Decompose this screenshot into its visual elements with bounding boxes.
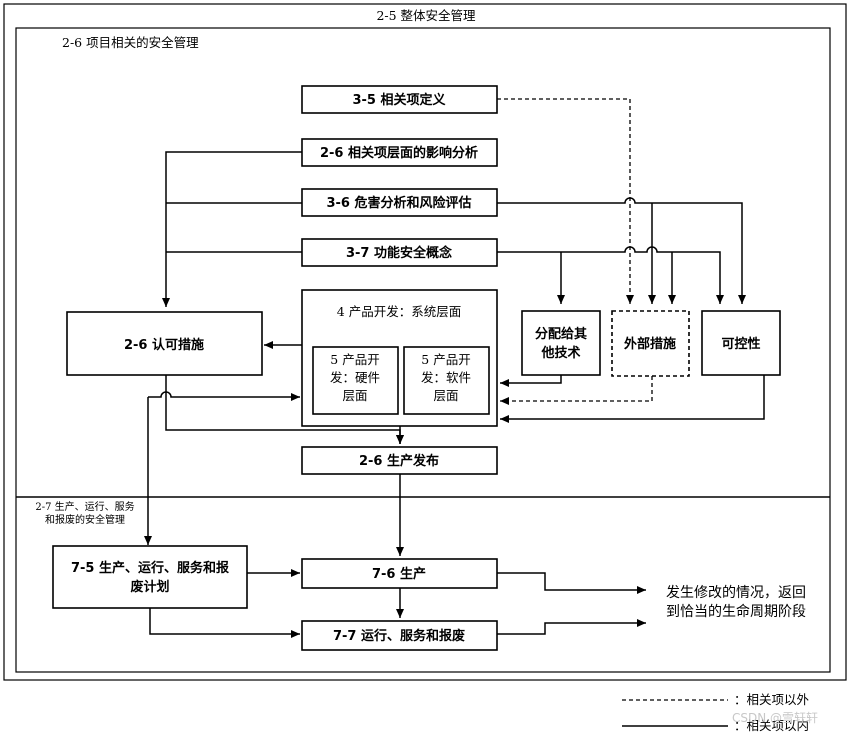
note-modification-line1: 发生修改的情况，返回	[666, 585, 806, 601]
arrow-item-definition-to-external	[497, 98, 634, 304]
arrow-hara-to-controllability	[497, 197, 746, 304]
frame-overall-safety-management	[3, 3, 847, 681]
label-controllability: 可控性	[721, 336, 760, 352]
frame-production-title-line2: 和报废的安全管理	[45, 513, 125, 526]
label-item-definition: 3-5 相关项定义	[352, 92, 446, 108]
label-software-line2: 发：软件	[421, 370, 471, 385]
box-software-level	[403, 346, 490, 415]
box-item-definition	[301, 85, 498, 114]
label-confirmation-measures: 2-6 认可措施	[124, 337, 204, 353]
box-operation-service	[301, 620, 498, 651]
watermark: CSDN @雪轩轩	[732, 711, 818, 725]
label-software-line1: 5 产品开	[421, 352, 470, 367]
label-production: 7-6 生产	[372, 566, 426, 582]
label-external-measures: 外部措施	[623, 336, 676, 352]
box-controllability	[701, 310, 781, 376]
label-planning-line1: 7-5 生产、运行、服务和报	[71, 560, 230, 576]
frame-overall-title: 2-5 整体安全管理	[376, 8, 476, 23]
note-modification-line2: 到恰当的生命周期阶段	[666, 603, 806, 620]
box-production	[301, 558, 498, 589]
label-functional-safety-concept: 3-7 功能安全概念	[346, 245, 452, 261]
arrow-impact-to-confirmation	[162, 151, 302, 307]
label-production-release: 2-6 生产发布	[359, 453, 439, 469]
frame-project-title: 2-6 项目相关的安全管理	[62, 35, 199, 50]
box-impact-analysis	[301, 138, 498, 167]
frame-project-safety-management	[15, 27, 831, 673]
label-hardware-line2: 发：硬件	[330, 370, 380, 385]
arrow-fsc-to-controllability	[497, 246, 724, 304]
arrow-production-to-modification	[497, 572, 646, 594]
label-hardware-line1: 5 产品开	[330, 352, 379, 367]
label-hara: 3-6 危害分析和风险评估	[326, 195, 471, 211]
arrow-operation-to-modification	[497, 619, 646, 635]
label-system-level: 4 产品开发：系统层面	[337, 304, 461, 319]
legend-dashed-label: ：相关项以外	[734, 692, 810, 707]
label-hardware-line3: 层面	[342, 388, 367, 403]
label-software-line3: 层面	[433, 388, 458, 403]
box-confirmation-measures	[66, 311, 263, 376]
arrow-planning-to-operation	[149, 608, 300, 638]
arrow-external-to-system	[500, 376, 653, 405]
arrow-controllability-to-system	[500, 375, 765, 423]
box-external-measures	[611, 310, 690, 377]
legend-solid-label: ：相关项以内	[734, 718, 809, 733]
box-other-technologies	[521, 310, 601, 376]
arrow-confirmation-to-system	[148, 391, 300, 401]
box-production-release	[301, 446, 498, 475]
label-other-tech-line2: 他技术	[540, 345, 580, 361]
box-functional-safety-concept	[301, 238, 498, 267]
label-operation-service: 7-7 运行、服务和报废	[333, 628, 465, 644]
box-production-planning	[52, 545, 248, 609]
label-impact-analysis: 2-6 相关项层面的影响分析	[320, 145, 478, 161]
frame-production-title-line1: 2-7 生产、运行、服务	[35, 500, 134, 513]
box-hara	[301, 188, 498, 217]
label-other-tech-line1: 分配给其	[535, 326, 587, 342]
label-planning-line2: 废计划	[130, 579, 169, 595]
box-hardware-level	[312, 346, 399, 415]
arrow-other-tech-to-system	[500, 375, 562, 387]
